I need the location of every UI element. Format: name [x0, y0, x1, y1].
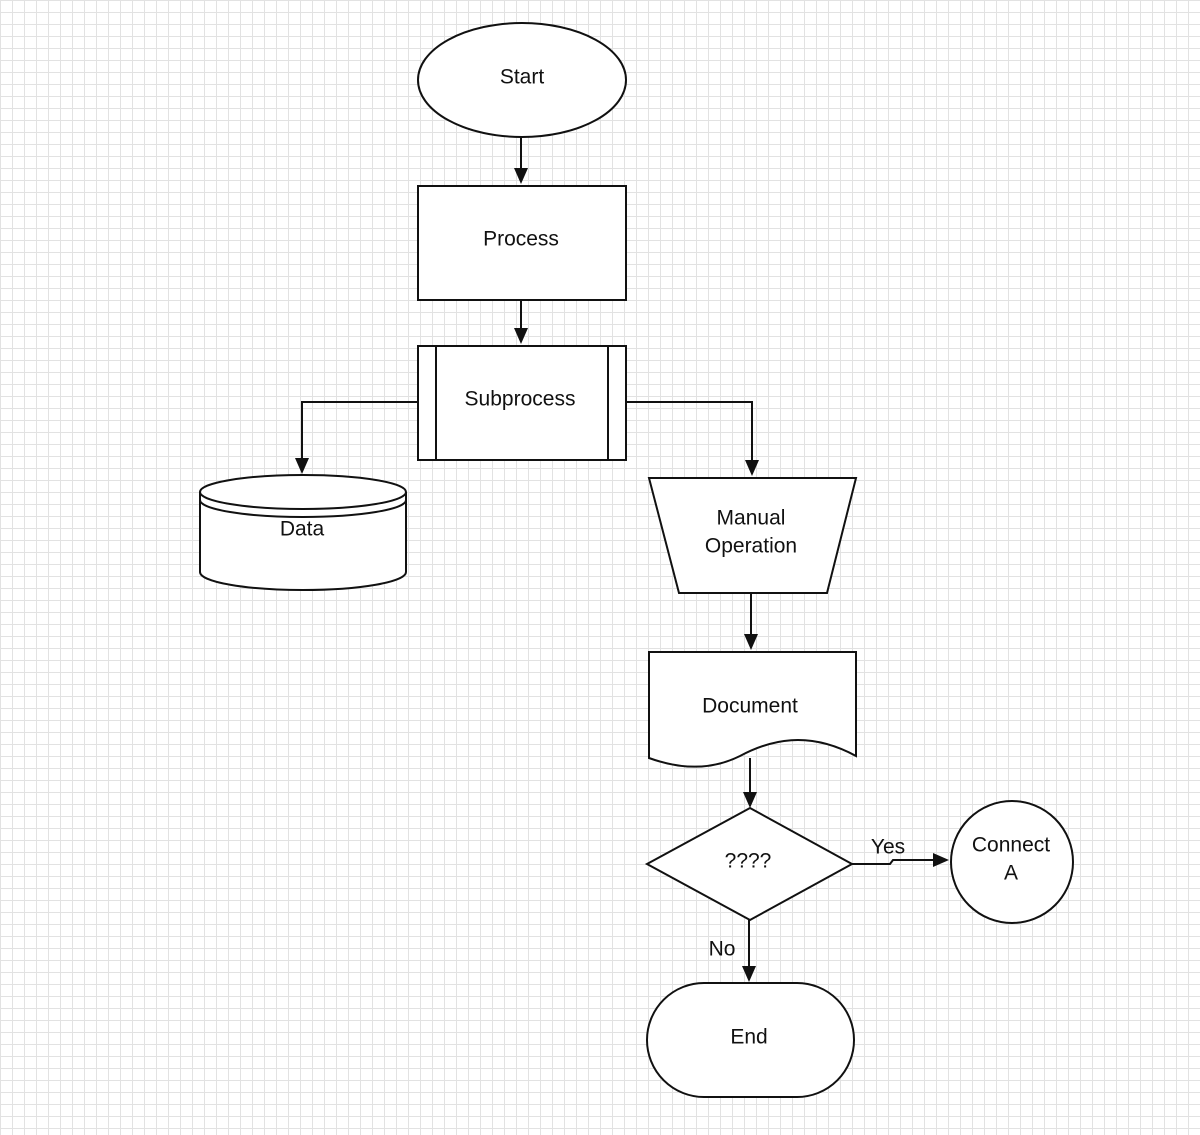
- end-label: End: [730, 1026, 767, 1049]
- process-rect: [417, 185, 627, 301]
- document-label: Document: [702, 695, 798, 718]
- edge-label-yes: Yes: [871, 836, 905, 859]
- edge-subprocess-manual: [625, 401, 759, 476]
- start-ellipse: [417, 22, 627, 138]
- edge-decision-connector-yes: [852, 853, 949, 867]
- subprocess-rect: [417, 345, 627, 461]
- node-end[interactable]: End: [646, 982, 855, 1098]
- start-label: Start: [500, 66, 545, 89]
- manual-operation-label-line1: Manual: [717, 507, 786, 530]
- node-start[interactable]: Start: [417, 22, 627, 138]
- connector-label-line2: A: [1004, 862, 1018, 885]
- edge-decision-end-no: [742, 920, 756, 982]
- node-decision[interactable]: ????: [644, 806, 855, 922]
- decision-label: ????: [725, 850, 772, 873]
- node-subprocess[interactable]: Subprocess: [417, 345, 627, 461]
- data-label: Data: [280, 518, 325, 541]
- edge-subprocess-data: [295, 401, 418, 474]
- data-cylinder-top: [199, 474, 407, 510]
- manual-operation-label-line2: Operation: [705, 535, 797, 558]
- process-label: Process: [483, 228, 559, 251]
- node-data[interactable]: Data: [199, 474, 407, 591]
- data-cylinder-rim: [199, 499, 407, 518]
- document-shape: [648, 651, 857, 768]
- decision-diamond: [644, 806, 855, 922]
- connector-circle: [950, 800, 1074, 924]
- manual-operation-trapezoid: [647, 477, 858, 594]
- node-document[interactable]: Document: [648, 651, 857, 768]
- data-cylinder-body: [199, 492, 407, 591]
- subprocess-label: Subprocess: [465, 388, 576, 411]
- edge-document-decision: [743, 758, 757, 808]
- end-terminator: [646, 982, 855, 1098]
- edge-process-subprocess: [514, 300, 528, 344]
- edge-start-process: [514, 137, 528, 184]
- edge-label-no: No: [709, 938, 736, 961]
- node-connector[interactable]: Connect A: [950, 800, 1074, 924]
- node-process[interactable]: Process: [417, 185, 627, 301]
- edge-manual-document: [744, 594, 758, 650]
- node-manual-operation[interactable]: Manual Operation: [647, 477, 858, 594]
- connector-label-line1: Connect: [972, 834, 1050, 857]
